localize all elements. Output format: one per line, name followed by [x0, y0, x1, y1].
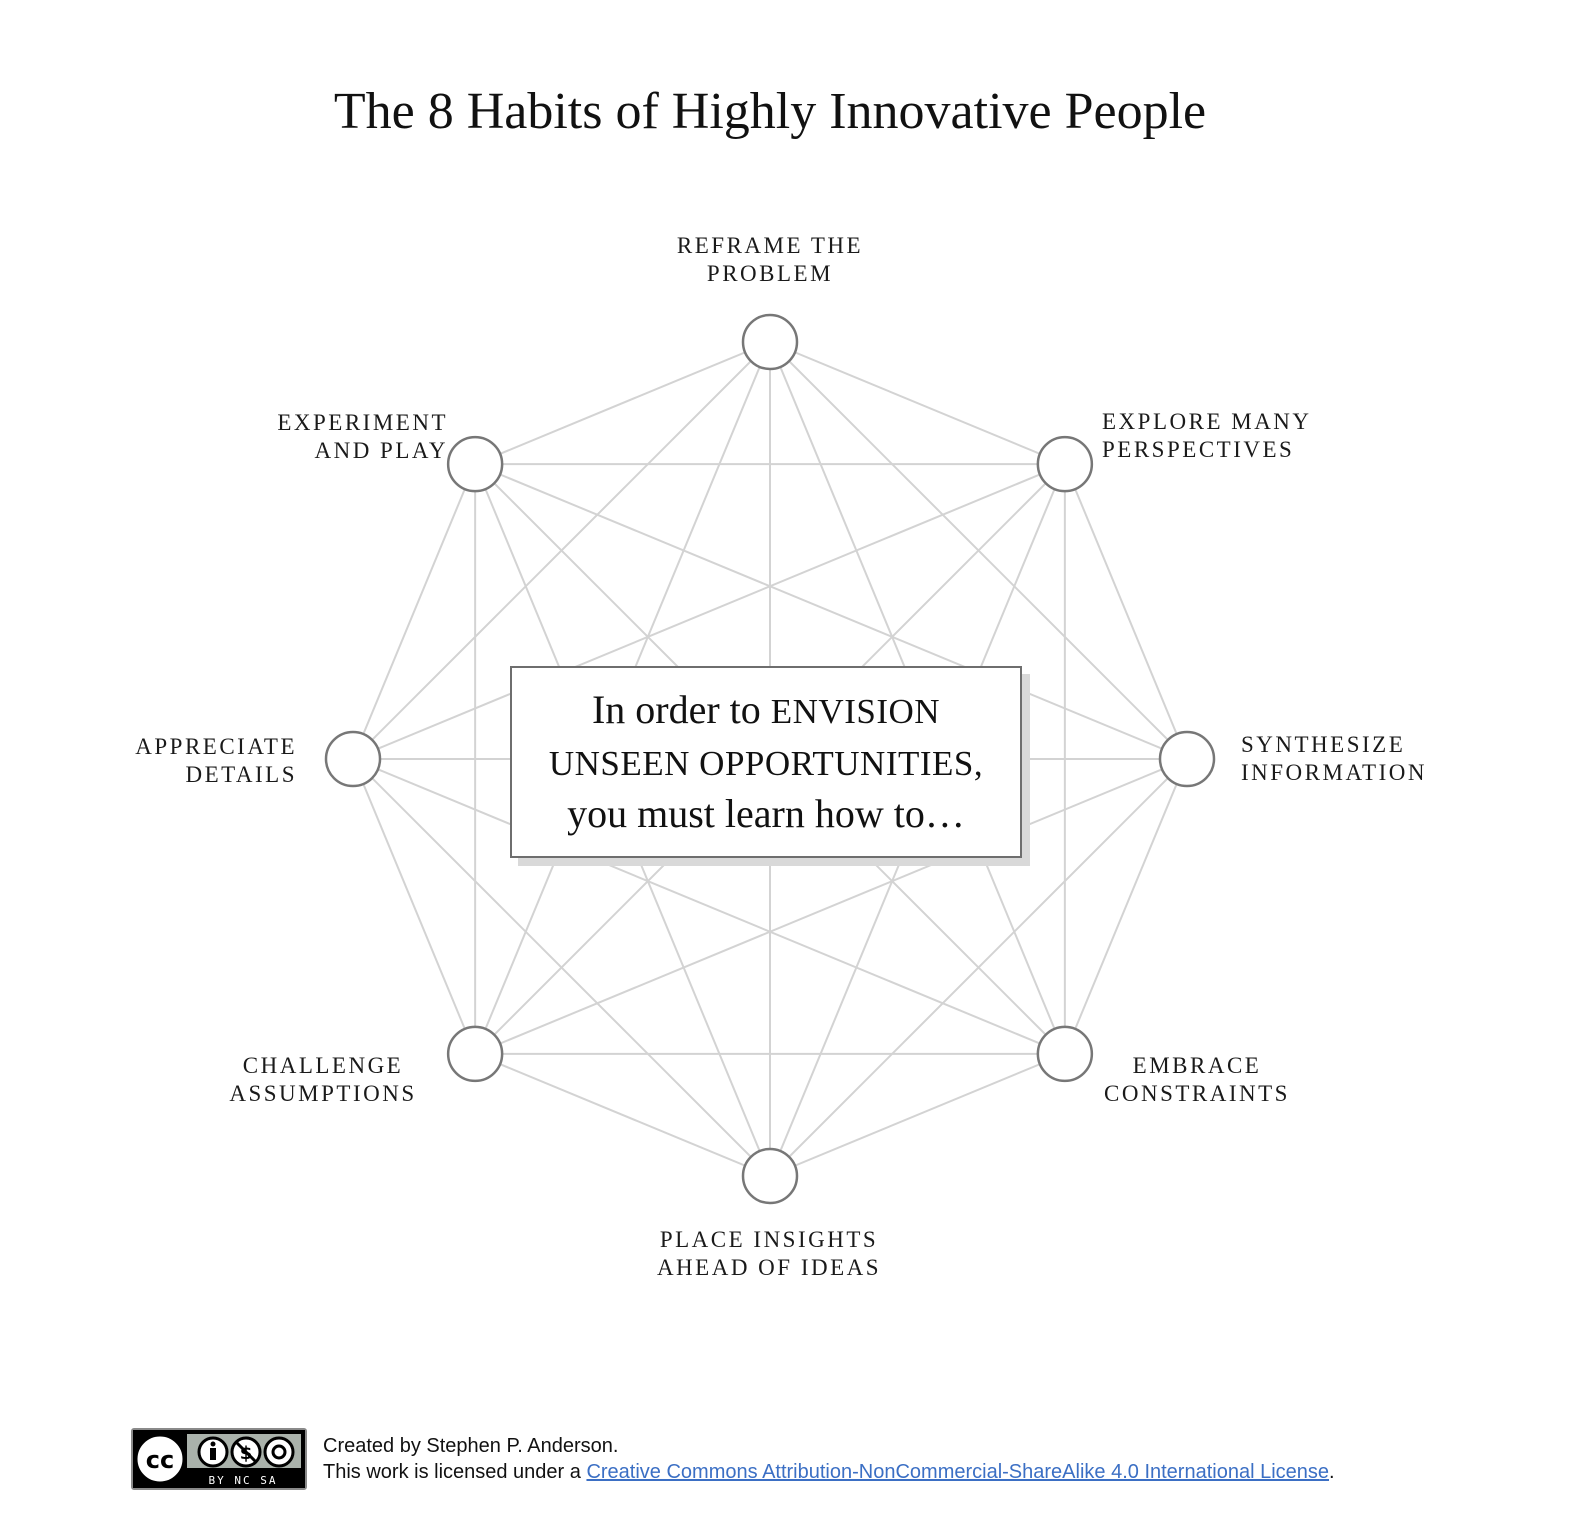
- license-line: This work is licensed under a Creative C…: [323, 1459, 1335, 1485]
- cc-badge-icon: cc $ BY NC SA: [133, 1430, 305, 1488]
- svg-text:cc: cc: [146, 1446, 174, 1474]
- edge-place-challenge: [474, 1052, 771, 1177]
- center-line-2: UNSEEN OPPORTUNITIES,: [512, 737, 1020, 789]
- center-line-3: you must learn how to…: [567, 791, 965, 836]
- edge-synthesize-embrace: [1063, 758, 1188, 1055]
- edge-challenge-appreciate: [352, 758, 477, 1055]
- edge-appreciate-experiment: [352, 463, 477, 760]
- node-place: [741, 1147, 799, 1205]
- label-experiment-and-play: EXPERIMENT AND PLAY: [277, 410, 448, 463]
- center-line-2-caps: UNSEEN OPPORTUNITIES,: [548, 744, 984, 783]
- edge-synthesize-challenge: [474, 758, 1188, 1055]
- edge-reframe-experiment: [474, 341, 771, 466]
- label-synthesize-information: SYNTHESIZE INFORMATION: [1241, 732, 1427, 785]
- footer: cc $ BY NC SA Created by Stephen P. Ande…: [131, 1428, 1335, 1490]
- node-appreciate: [324, 730, 382, 788]
- node-reframe: [741, 313, 799, 371]
- label-appreciate-details: APPRECIATE DETAILS: [135, 734, 297, 787]
- edge-explore-appreciate: [352, 463, 1066, 760]
- node-embrace: [1036, 1025, 1094, 1083]
- cc-license-badge: cc $ BY NC SA: [131, 1428, 307, 1490]
- node-explore: [1036, 435, 1094, 493]
- credit-line: Created by Stephen P. Anderson.: [323, 1435, 619, 1457]
- license-link[interactable]: Creative Commons Attribution-NonCommerci…: [586, 1461, 1330, 1483]
- license-prefix: This work is licensed under a: [323, 1461, 587, 1483]
- footer-text: Created by Stephen P. Anderson. This wor…: [323, 1433, 1335, 1485]
- edge-place-appreciate: [352, 758, 771, 1177]
- edge-explore-synthesize: [1063, 463, 1188, 760]
- label-place-insights: PLACE INSIGHTS AHEAD OF IDEAS: [656, 1227, 882, 1280]
- node-experiment: [446, 435, 504, 493]
- center-line-1-caps: ENVISION: [770, 692, 941, 731]
- center-line-1: In order to ENVISION: [512, 685, 1020, 737]
- label-reframe-the-problem: REFRAME THE PROBLEM: [676, 233, 864, 286]
- label-challenge-assumptions: CHALLENGE ASSUMPTIONS: [229, 1053, 417, 1106]
- node-challenge: [446, 1025, 504, 1083]
- cc-badge-text: BY NC SA: [209, 1474, 278, 1487]
- edge-synthesize-experiment: [474, 463, 1188, 760]
- center-line-1-text: In order to: [591, 687, 771, 732]
- center-statement-box: In order to ENVISION UNSEEN OPPORTUNITIE…: [510, 666, 1022, 858]
- habit-nodes: [324, 313, 1216, 1205]
- edge-embrace-appreciate: [352, 758, 1066, 1055]
- label-explore-many-perspectives: EXPLORE MANY PERSPECTIVES: [1102, 409, 1312, 462]
- node-synthesize: [1158, 730, 1216, 788]
- edge-reframe-explore: [769, 341, 1066, 466]
- edge-embrace-place: [769, 1052, 1066, 1177]
- label-embrace-constraints: EMBRACE CONSTRAINTS: [1104, 1053, 1290, 1106]
- license-suffix: .: [1329, 1461, 1335, 1483]
- page-title: The 8 Habits of Highly Innovative People: [333, 83, 1207, 140]
